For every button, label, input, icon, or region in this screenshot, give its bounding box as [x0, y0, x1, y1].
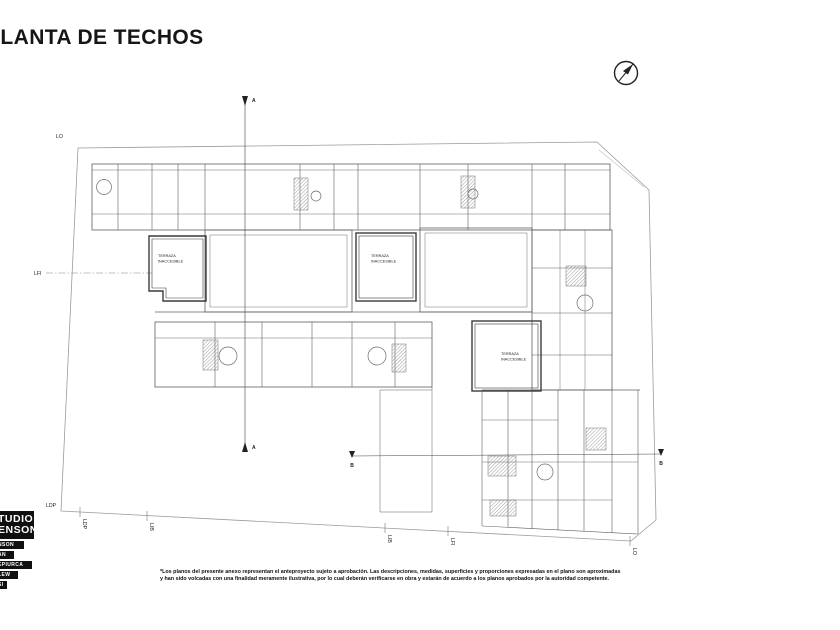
- section-b-marker-left: [349, 451, 355, 458]
- property-boundary: [60, 141, 657, 542]
- section-b-marker-right: [658, 449, 664, 456]
- terrace-labels: TERRAZA INACCESIBLE TERRAZA INACCESIBLE …: [158, 254, 527, 362]
- section-a-marker-bottom: [242, 442, 248, 452]
- terrace-2-box: [355, 232, 417, 302]
- label-lib-bottom-left: LIB: [148, 523, 154, 531]
- terrace-3-box: [471, 320, 542, 392]
- studio-name-bar: EPIURCA: [0, 561, 32, 569]
- label-lib-bottom-mid: LIB: [386, 535, 392, 543]
- studio-name-bar: AN: [0, 551, 14, 559]
- terrace-2-label-line1: TERRAZA: [371, 254, 389, 258]
- label-ldp-left: LDP: [46, 503, 57, 509]
- north-arrow-icon: [613, 60, 639, 86]
- label-lfi-bottom: LFI: [449, 538, 455, 546]
- label-lo-top: LO: [56, 134, 63, 140]
- disclaimer-line2: y han sido volcadas con una finalidad me…: [160, 576, 610, 583]
- sheet-title: PLANTA DE TECHOS: [0, 26, 204, 49]
- roof-drain-circles: [96, 179, 594, 481]
- label-ldp-bottom: LDP: [81, 519, 87, 530]
- disclaimer-line1: *Los planos del presente anexo represent…: [160, 569, 621, 575]
- disclaimer-text: *Los planos del presente anexo represent…: [160, 569, 662, 583]
- hatched-stairs: [202, 175, 607, 517]
- terrace-1-label-line1: TERRAZA: [158, 254, 176, 258]
- studio-logo: TUDIO ENSON NSON AN EPIURCA LEW SI: [0, 511, 62, 589]
- section-a-marker-top: [242, 96, 248, 106]
- terrace-3-label-line1: TERRAZA: [501, 352, 519, 356]
- studio-logo-line2: ENSON: [0, 524, 38, 536]
- terrace-1-box: [148, 235, 207, 302]
- section-a-label-bottom: A: [252, 445, 256, 451]
- section-b-label-right: B: [659, 461, 663, 467]
- studio-name-bar: SI: [0, 581, 7, 589]
- terrace-boxes: [148, 232, 542, 392]
- terrace-3-label-line2: INACCESIBLE: [501, 358, 527, 362]
- section-a-label-top: A: [252, 98, 256, 104]
- studio-logo-line1: TUDIO: [0, 513, 34, 525]
- section-b-label-left: B: [350, 463, 354, 469]
- studio-logo-main: TUDIO ENSON: [0, 511, 38, 539]
- terrace-1-label-line2: INACCESIBLE: [158, 260, 184, 264]
- terrace-2-label-line2: INACCESIBLE: [371, 260, 397, 264]
- building-outline: [91, 163, 640, 535]
- studio-name-bar: NSON: [0, 541, 24, 549]
- studio-name-bar: LEW: [0, 571, 18, 579]
- section-line-b: B B: [349, 449, 664, 469]
- label-lo-bottom-right: LO: [631, 548, 637, 555]
- label-lfi-left: LFI: [34, 271, 42, 277]
- section-line-a: A A: [242, 96, 256, 452]
- boundary-labels: LO LFI LDP LDP LIB LIB LFI LO: [34, 134, 637, 555]
